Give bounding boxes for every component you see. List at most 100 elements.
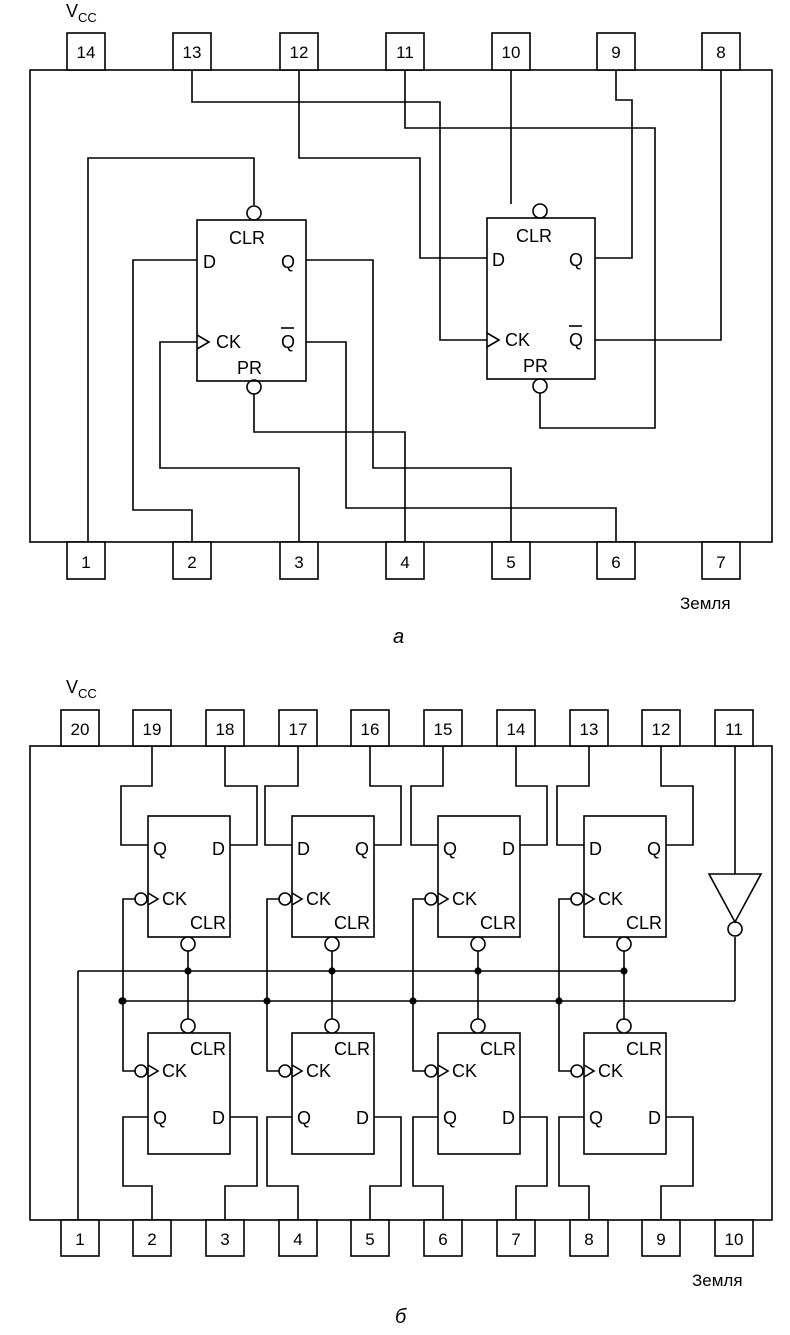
pin-a-bottom-5: 5 — [491, 541, 531, 580]
ic-body-a — [29, 69, 773, 543]
pin-b-top-label: 17 — [289, 720, 308, 739]
pin-a-top-label: 11 — [396, 43, 414, 62]
ff-b-upper-right-label: D — [502, 839, 515, 859]
pin-b-top-19: 19 — [132, 709, 172, 747]
ff-a-right-ck: CK — [505, 330, 530, 350]
caption-a: а — [393, 626, 404, 648]
ff-b-upper-clr-label: CLR — [334, 913, 370, 933]
pin-b-top-label: 16 — [361, 720, 380, 739]
ff-b-lower-ck-label: CK — [598, 1061, 623, 1081]
ff-a-right-pr: PR — [523, 356, 548, 376]
pin-a-bottom-6: 6 — [596, 541, 636, 580]
ff-a-left-clr: CLR — [229, 228, 265, 248]
ff-b-lower-right-label: D — [502, 1108, 515, 1128]
pin-b-top-label: 13 — [580, 720, 599, 739]
ff-b-lower-clr-label: CLR — [334, 1039, 370, 1059]
ff-a-left-qbar: Q — [281, 332, 295, 352]
pin-b-bottom-label: 2 — [147, 1230, 156, 1249]
pin-b-bottom-label: 8 — [584, 1230, 593, 1249]
wires-b — [120, 746, 694, 1220]
pin-b-bottom-9: 9 — [641, 1219, 681, 1257]
ff-a-right-d: D — [492, 250, 505, 270]
ff-b-lower-left-label: Q — [589, 1108, 603, 1128]
pin-a-bottom-label: 7 — [716, 553, 725, 572]
pin-a-top-9: 9 — [596, 32, 636, 71]
flipflops-b — [134, 815, 667, 1155]
ff-b-lower-right-label: D — [212, 1108, 225, 1128]
ff-b-upper-clr-label: CLR — [190, 913, 226, 933]
pin-a-bottom-label: 2 — [187, 553, 196, 572]
ff-a-left-q: Q — [281, 252, 295, 272]
pin-a-top-label: 13 — [183, 43, 202, 62]
ic-body-b — [29, 745, 773, 1221]
pin-b-bottom-label: 1 — [75, 1230, 84, 1249]
pin-a-top-label: 12 — [290, 43, 309, 62]
pin-b-top-15: 15 — [423, 709, 463, 747]
pin-a-bottom-2: 2 — [172, 541, 212, 580]
pin-a-top-11: 11 — [385, 32, 425, 71]
flipflop-b-lower-4 — [570, 1018, 667, 1155]
flipflop-b-lower-1 — [134, 1018, 231, 1155]
pin-b-bottom-3: 3 — [205, 1219, 245, 1257]
vcc-label-b: VCC — [66, 677, 97, 701]
pin-a-bottom-7: 7 — [701, 541, 741, 580]
pin-b-bottom-4: 4 — [278, 1219, 318, 1257]
pin-b-bottom-label: 10 — [725, 1230, 744, 1249]
pin-b-top-13: 13 — [569, 709, 609, 747]
pin-b-top-11: 11 — [714, 709, 754, 747]
ff-b-upper-left-label: D — [297, 839, 310, 859]
wires-a — [87, 70, 722, 542]
pin-a-bottom-label: 6 — [611, 553, 620, 572]
pin-a-bottom-1: 1 — [66, 541, 106, 580]
pin-b-top-12: 12 — [641, 709, 681, 747]
pin-b-top-20: 20 — [60, 709, 100, 747]
pin-a-top-13: 13 — [172, 32, 212, 71]
ff-b-upper-left-label: D — [589, 839, 602, 859]
ff-b-upper-ck-label: CK — [162, 889, 187, 909]
ground-label-b: Земля — [692, 1271, 743, 1290]
pin-b-bottom-label: 4 — [293, 1230, 302, 1249]
ff-b-lower-clr-label: CLR — [480, 1039, 516, 1059]
ff-a-right-q: Q — [569, 250, 583, 270]
pin-b-bottom-7: 7 — [496, 1219, 536, 1257]
pin-a-top-label: 10 — [502, 43, 521, 62]
flipflop-b-upper-2 — [278, 815, 375, 952]
pin-b-bottom-6: 6 — [423, 1219, 463, 1257]
pin-a-bottom-label: 1 — [81, 553, 90, 572]
pin-b-top-label: 11 — [725, 720, 743, 739]
pin-a-bottom-label: 4 — [400, 553, 409, 572]
pin-b-top-label: 12 — [652, 720, 671, 739]
pin-b-top-label: 18 — [216, 720, 235, 739]
ff-b-upper-left-label: Q — [153, 839, 167, 859]
pin-b-top-17: 17 — [278, 709, 318, 747]
ff-b-lower-clr-label: CLR — [626, 1039, 662, 1059]
ff-b-upper-clr-label: CLR — [626, 913, 662, 933]
vcc-label-a: VCC — [66, 1, 97, 25]
clr-junction-3 — [474, 967, 482, 975]
pin-a-top-12: 12 — [279, 32, 319, 71]
pin-b-bottom-2: 2 — [132, 1219, 172, 1257]
ff-b-lower-clr-label: CLR — [190, 1039, 226, 1059]
ck-junction-2 — [263, 997, 271, 1005]
pin-b-top-label: 14 — [507, 720, 526, 739]
pin-a-top-14: 14 — [66, 32, 106, 71]
junction-dots-b — [118, 967, 628, 1005]
pin-b-bottom-1: 1 — [60, 1219, 100, 1257]
labels-a: VCC CLR D Q CK Q PR CLR D Q CK Q PR Земл… — [66, 1, 731, 648]
pin-b-bottom-label: 7 — [511, 1230, 520, 1249]
ff-b-upper-right-label: Q — [355, 839, 369, 859]
ff-a-right-qbar: Q — [569, 330, 583, 350]
pin-b-top-label: 20 — [71, 720, 90, 739]
pin-b-bottom-10: 10 — [714, 1219, 754, 1257]
pin-b-bottom-5: 5 — [350, 1219, 390, 1257]
ff-a-left-ck: CK — [216, 332, 241, 352]
ff-b-lower-left-label: Q — [297, 1108, 311, 1128]
pin-a-top-8: 8 — [701, 32, 741, 71]
ck-junction-start — [118, 997, 126, 1005]
pin-a-top-label: 9 — [611, 43, 620, 62]
ff-b-lower-ck-label: CK — [452, 1061, 477, 1081]
